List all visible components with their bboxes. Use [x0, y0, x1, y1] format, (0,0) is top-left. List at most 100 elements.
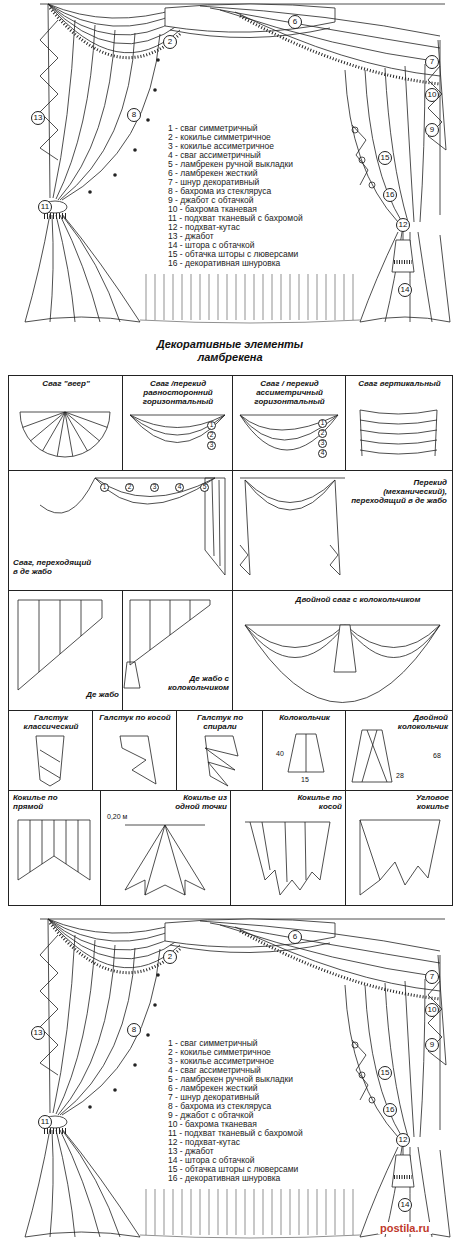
element-cell: Сваг "веер": [8, 375, 123, 471]
cell-label: Сваг / перекид ассиметричный горизонталь…: [237, 380, 342, 406]
callout-text: 10: [428, 1006, 437, 1014]
callout-number: 2: [318, 429, 327, 438]
callout-text: 6: [293, 933, 297, 941]
callout-number: 1: [100, 483, 109, 492]
callout-text: 9: [430, 126, 434, 134]
callout-text: 8: [132, 111, 136, 119]
callout-text: 7: [430, 58, 434, 66]
dimension: 15: [300, 776, 310, 783]
callout-text: 11: [41, 203, 49, 211]
callout-number: 12: [396, 218, 410, 232]
callout-number: 4: [318, 449, 327, 458]
legend-line: 1 - сваг симметричный: [168, 1039, 258, 1048]
callout-number: 14: [398, 283, 412, 297]
cell-label: Сваг /перекид равносторонний горизонталь…: [127, 380, 229, 406]
legend-line: 12 - подхват-кутас: [168, 1138, 240, 1147]
dimension: 68: [432, 752, 442, 759]
callout-number: 16: [383, 188, 397, 202]
callout-number: 8: [127, 1023, 141, 1037]
callout-text: 16: [386, 191, 395, 199]
callout-text: 2: [168, 953, 172, 961]
element-cell: Сваг вертикальный: [345, 375, 453, 471]
cell-label: Кокилье по косой: [281, 794, 342, 812]
callout-number: 7: [425, 55, 439, 69]
legend-line: 11 - подхват тканевый с бахромой: [168, 1129, 303, 1138]
cell-label: Двойной сваг с колокольчиком: [283, 596, 433, 605]
callout-number: 8: [127, 108, 141, 122]
legend-line: 3 - кокилье ассиметричное: [168, 142, 274, 151]
element-cell: Сваг /перекид равносторонний горизонталь…: [122, 375, 233, 471]
cell-label: Колокольчик: [266, 714, 343, 723]
element-cell: Галстук по косой: [92, 710, 177, 791]
element-cell: Галстук по спирали: [176, 710, 263, 791]
legend-line: 14 - штора с обтачкой: [168, 241, 254, 250]
legend-line: 4 - сваг ассиметричный: [168, 1066, 261, 1075]
legend-line: 6 - ламбрекен жесткий: [168, 1084, 257, 1093]
legend-line: 15 - обтачка шторы с люверсами: [168, 1165, 298, 1174]
callout-number: 6: [288, 15, 302, 29]
legend-line: 13 - джабот: [168, 1147, 214, 1156]
callout-text: 2: [168, 38, 172, 46]
cell-label: Де жабо: [61, 691, 119, 700]
callout-text: 12: [399, 221, 408, 229]
cell-label: Кокилье из одной точки: [159, 794, 227, 812]
legend-line: 16 - декоративная шнуровка: [168, 259, 280, 268]
element-cell: Кокилье из одной точки: [100, 790, 231, 906]
callout-number: 4: [175, 483, 184, 492]
callout-text: 16: [386, 1106, 395, 1114]
legend-line: 11 - подхват тканевый с бахромой: [168, 214, 303, 223]
diagram-title: Декоративные элементы ламбрекена: [150, 338, 310, 364]
element-cell: Галстук классический: [8, 710, 93, 791]
callout-text: 11: [41, 1118, 49, 1126]
callout-number: 13: [31, 1026, 45, 1040]
callout-number: 14: [398, 1198, 412, 1212]
legend-line: 1 - сваг симметричный: [168, 124, 258, 133]
cell-label: Сваг вертикальный: [350, 380, 449, 389]
cell-label: Угловое кокилье: [392, 794, 449, 812]
callout-text: 14: [401, 1201, 410, 1209]
legend-line: 6 - ламбрекен жесткий: [168, 169, 257, 178]
callout-number: 12: [396, 1133, 410, 1147]
callout-number: 10: [425, 88, 439, 102]
element-cell: Перекид (механический), переходящий в де…: [232, 470, 453, 591]
legend-line: 2 - кокилье симметричное: [168, 1048, 271, 1057]
element-cell: Кокилье по прямой: [8, 790, 101, 906]
callout-number: 6: [288, 930, 302, 944]
callout-number: 2: [163, 950, 177, 964]
callout-number: 2: [163, 35, 177, 49]
callout-text: 10: [428, 91, 437, 99]
callout-number: 9: [425, 123, 439, 137]
legend-line: 7 - шнур декоративный: [168, 178, 259, 187]
legend-line: 5 - ламбрекен ручной выкладки: [168, 1075, 293, 1084]
legend-line: 5 - ламбрекен ручной выкладки: [168, 160, 293, 169]
callout-number: 2: [125, 483, 134, 492]
callout-text: 15: [381, 154, 390, 162]
callout-number: 11: [38, 1115, 52, 1129]
callout-number: 15: [378, 151, 392, 165]
legend-line: 4 - сваг ассиметричный: [168, 151, 261, 160]
callout-text: 8: [132, 1026, 136, 1034]
callout-text: 9: [430, 1041, 434, 1049]
element-cell: Двойной сваг с колокольчиком: [232, 590, 453, 711]
callout-text: 7: [430, 973, 434, 981]
legend-line: 2 - кокилье симметричное: [168, 133, 271, 142]
legend-line: 10 - бахрома тканевая: [168, 205, 257, 214]
callout-number: 10: [425, 1003, 439, 1017]
legend-line: 8 - бахрома из стекляруса: [168, 1102, 271, 1111]
cell-label: Де жабо с колокольчиком: [149, 675, 229, 693]
callout-number: 16: [383, 1103, 397, 1117]
dimension: 40: [275, 750, 285, 757]
cell-label: Галстук по косой: [96, 714, 174, 723]
cell-label: Галстук классический: [12, 714, 90, 732]
legend-line: 10 - бахрома тканевая: [168, 1120, 257, 1129]
legend-line: 9 - джабот с обтачкой: [168, 196, 254, 205]
element-cell: Сваг / перекид ассиметричный горизонталь…: [232, 375, 346, 471]
callout-text: 13: [34, 114, 43, 122]
callout-number: 2: [207, 431, 216, 440]
cell-label: Кокилье по прямой: [13, 794, 83, 812]
callout-text: 13: [34, 1029, 43, 1037]
callout-number: 3: [207, 441, 216, 450]
cell-label: Галстук по спирали: [180, 714, 260, 732]
dimension: 28: [395, 772, 405, 779]
element-cell: Кокилье по косой: [230, 790, 346, 906]
